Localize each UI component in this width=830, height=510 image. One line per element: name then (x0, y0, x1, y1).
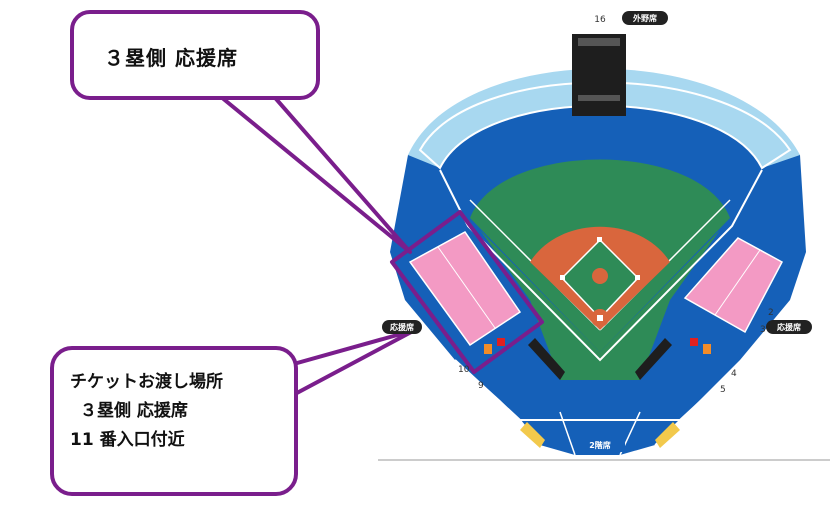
badge-outfield-text: 外野席 (633, 13, 657, 23)
callout-bottom-box (50, 346, 298, 496)
gate-4-label: 4 (731, 369, 737, 379)
badge-right-support-text: 応援席 (777, 322, 801, 332)
gate-2-label: 2 (768, 308, 774, 318)
gate-3-label: 3 (760, 325, 766, 335)
callout-line-3: 11 番入口付近 (70, 430, 185, 450)
scoreboard-panel-top (578, 38, 620, 46)
left-support-seats-divider (437, 246, 496, 329)
base-home (597, 315, 603, 321)
scoreboard-panel-bottom (578, 95, 620, 101)
callout-line-2: ３塁側 応援席 (80, 401, 188, 421)
callout-line-1: チケットお渡し場所 (70, 372, 223, 392)
outfield-seats-inner (418, 81, 792, 170)
callout-top-text: ３塁側 応援席 (104, 46, 238, 70)
badge-second-floor (575, 438, 625, 452)
dugout-right (635, 338, 672, 380)
aisle-left-yellow (520, 422, 545, 448)
badge-left-support (382, 320, 422, 334)
gate-10-label: 10 (458, 365, 470, 375)
right-support-seats (683, 237, 784, 334)
seating-aisle-ring-lower (454, 359, 746, 421)
marker-right-orange (703, 344, 711, 354)
badge-left-support-text: 応援席 (390, 322, 414, 332)
base-third (560, 275, 565, 280)
base-second (597, 237, 602, 242)
badge-outfield (622, 11, 668, 25)
pitchers-mound (592, 268, 608, 284)
callout-top-pointer (213, 90, 412, 254)
left-support-seats (408, 231, 522, 347)
marker-left-orange (484, 344, 492, 354)
gate-5-label: 5 (720, 385, 726, 395)
callout-top-box (70, 10, 320, 100)
aisle-right-yellow (655, 422, 680, 448)
seating-aisle-ring (439, 169, 763, 362)
gate-16-label: 16 (594, 15, 606, 25)
base-first (635, 275, 640, 280)
gate-9-label: 9 (478, 381, 484, 391)
scoreboard (572, 34, 626, 116)
callout-bottom-text: チケットお渡し場所 ３塁側 応援席 11 番入口付近 (70, 368, 223, 455)
right-support-seats-divider (714, 249, 761, 316)
badge-second-floor-text: 2階席 (589, 440, 611, 450)
marker-left-red (497, 338, 505, 346)
dugout-left (528, 338, 565, 380)
highlight-box (390, 210, 544, 374)
badge-right-support (766, 320, 812, 334)
marker-right-red (690, 338, 698, 346)
